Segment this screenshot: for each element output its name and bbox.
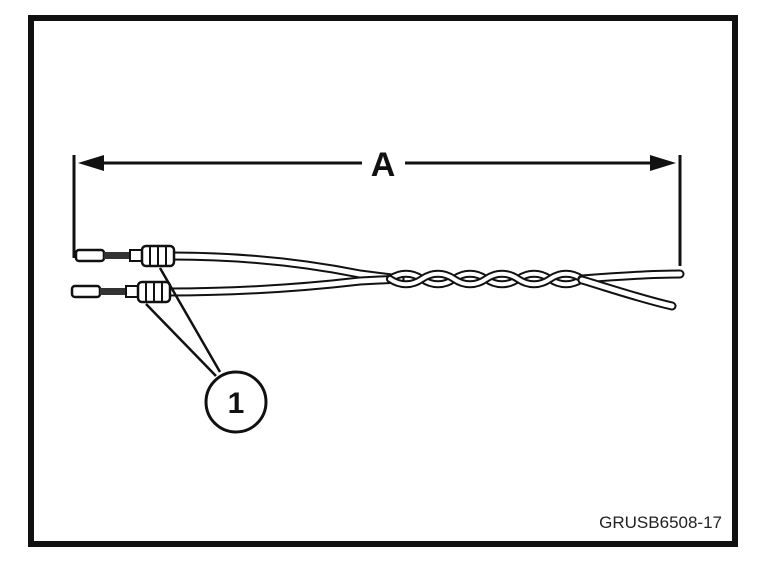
figure-id: GRUSB6508-17	[599, 513, 722, 532]
lower-connector-seal	[136, 280, 172, 304]
upper-terminal	[74, 248, 143, 263]
upper-connector-seal	[140, 244, 176, 268]
callout-leader-lower	[145, 303, 217, 377]
dimension-label: A	[371, 146, 396, 184]
callout-number: 1	[228, 387, 245, 420]
dimension-arrowhead-right	[650, 155, 676, 171]
callout-circle	[204, 370, 268, 434]
callout-leader-upper	[158, 267, 222, 373]
dimension-arrowhead-left	[78, 155, 104, 171]
lower-terminal	[70, 284, 139, 299]
